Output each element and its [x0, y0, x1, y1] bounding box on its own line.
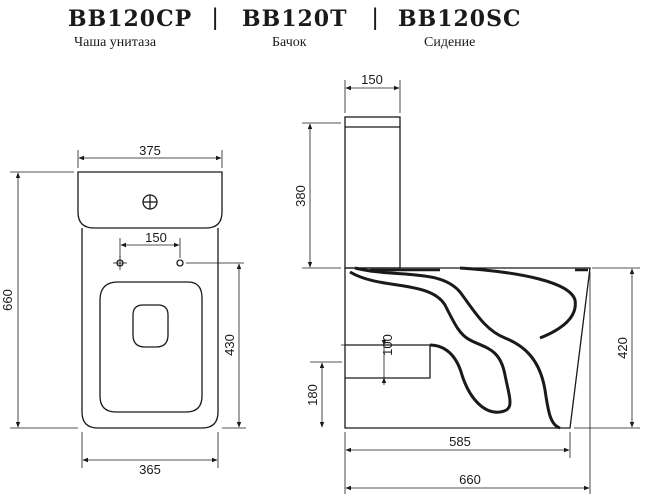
side-view-labels: 150 380 100 180 420 585 660 — [293, 72, 630, 487]
dim-label: 660 — [0, 289, 15, 311]
dim-label: 150 — [145, 230, 167, 245]
bowl-rim — [99, 281, 203, 413]
dim-label: 430 — [222, 334, 237, 356]
dim-label: 365 — [139, 462, 161, 477]
trapway — [349, 270, 512, 414]
dim-label: 150 — [361, 72, 383, 87]
dim-label: 100 — [380, 334, 395, 356]
dim-label: 180 — [305, 384, 320, 406]
dim-label: 375 — [139, 143, 161, 158]
product-code: BB120CP — [68, 6, 193, 32]
trapway-inner — [354, 266, 561, 430]
dim-label: 420 — [615, 337, 630, 359]
product-label: Бачок — [272, 35, 307, 50]
side-view — [344, 116, 591, 430]
top-view — [77, 171, 223, 429]
product-code: BB120SC — [398, 6, 522, 32]
dim-label: 380 — [293, 185, 308, 207]
product-label: Сидение — [424, 35, 476, 50]
bowl-outline — [81, 228, 219, 429]
top-view-dims — [10, 150, 246, 468]
dim-label: 660 — [459, 472, 481, 487]
separator: | — [372, 4, 379, 31]
tank-side — [344, 116, 401, 269]
dim-label: 585 — [449, 434, 471, 449]
drain-opening — [132, 304, 169, 348]
product-label: Чаша унитаза — [74, 35, 157, 50]
side-view-dims — [302, 80, 640, 494]
header: BB120CP | BB120T | BB120SC Чаша унитаза … — [0, 4, 651, 56]
mount-hole — [176, 259, 184, 267]
bowl-inner — [459, 266, 577, 340]
top-view-labels: 375 150 660 430 365 — [0, 143, 237, 477]
product-code: BB120T — [242, 6, 348, 32]
tank-outline — [77, 171, 223, 229]
bowl-body — [344, 267, 591, 429]
separator: | — [212, 4, 219, 31]
